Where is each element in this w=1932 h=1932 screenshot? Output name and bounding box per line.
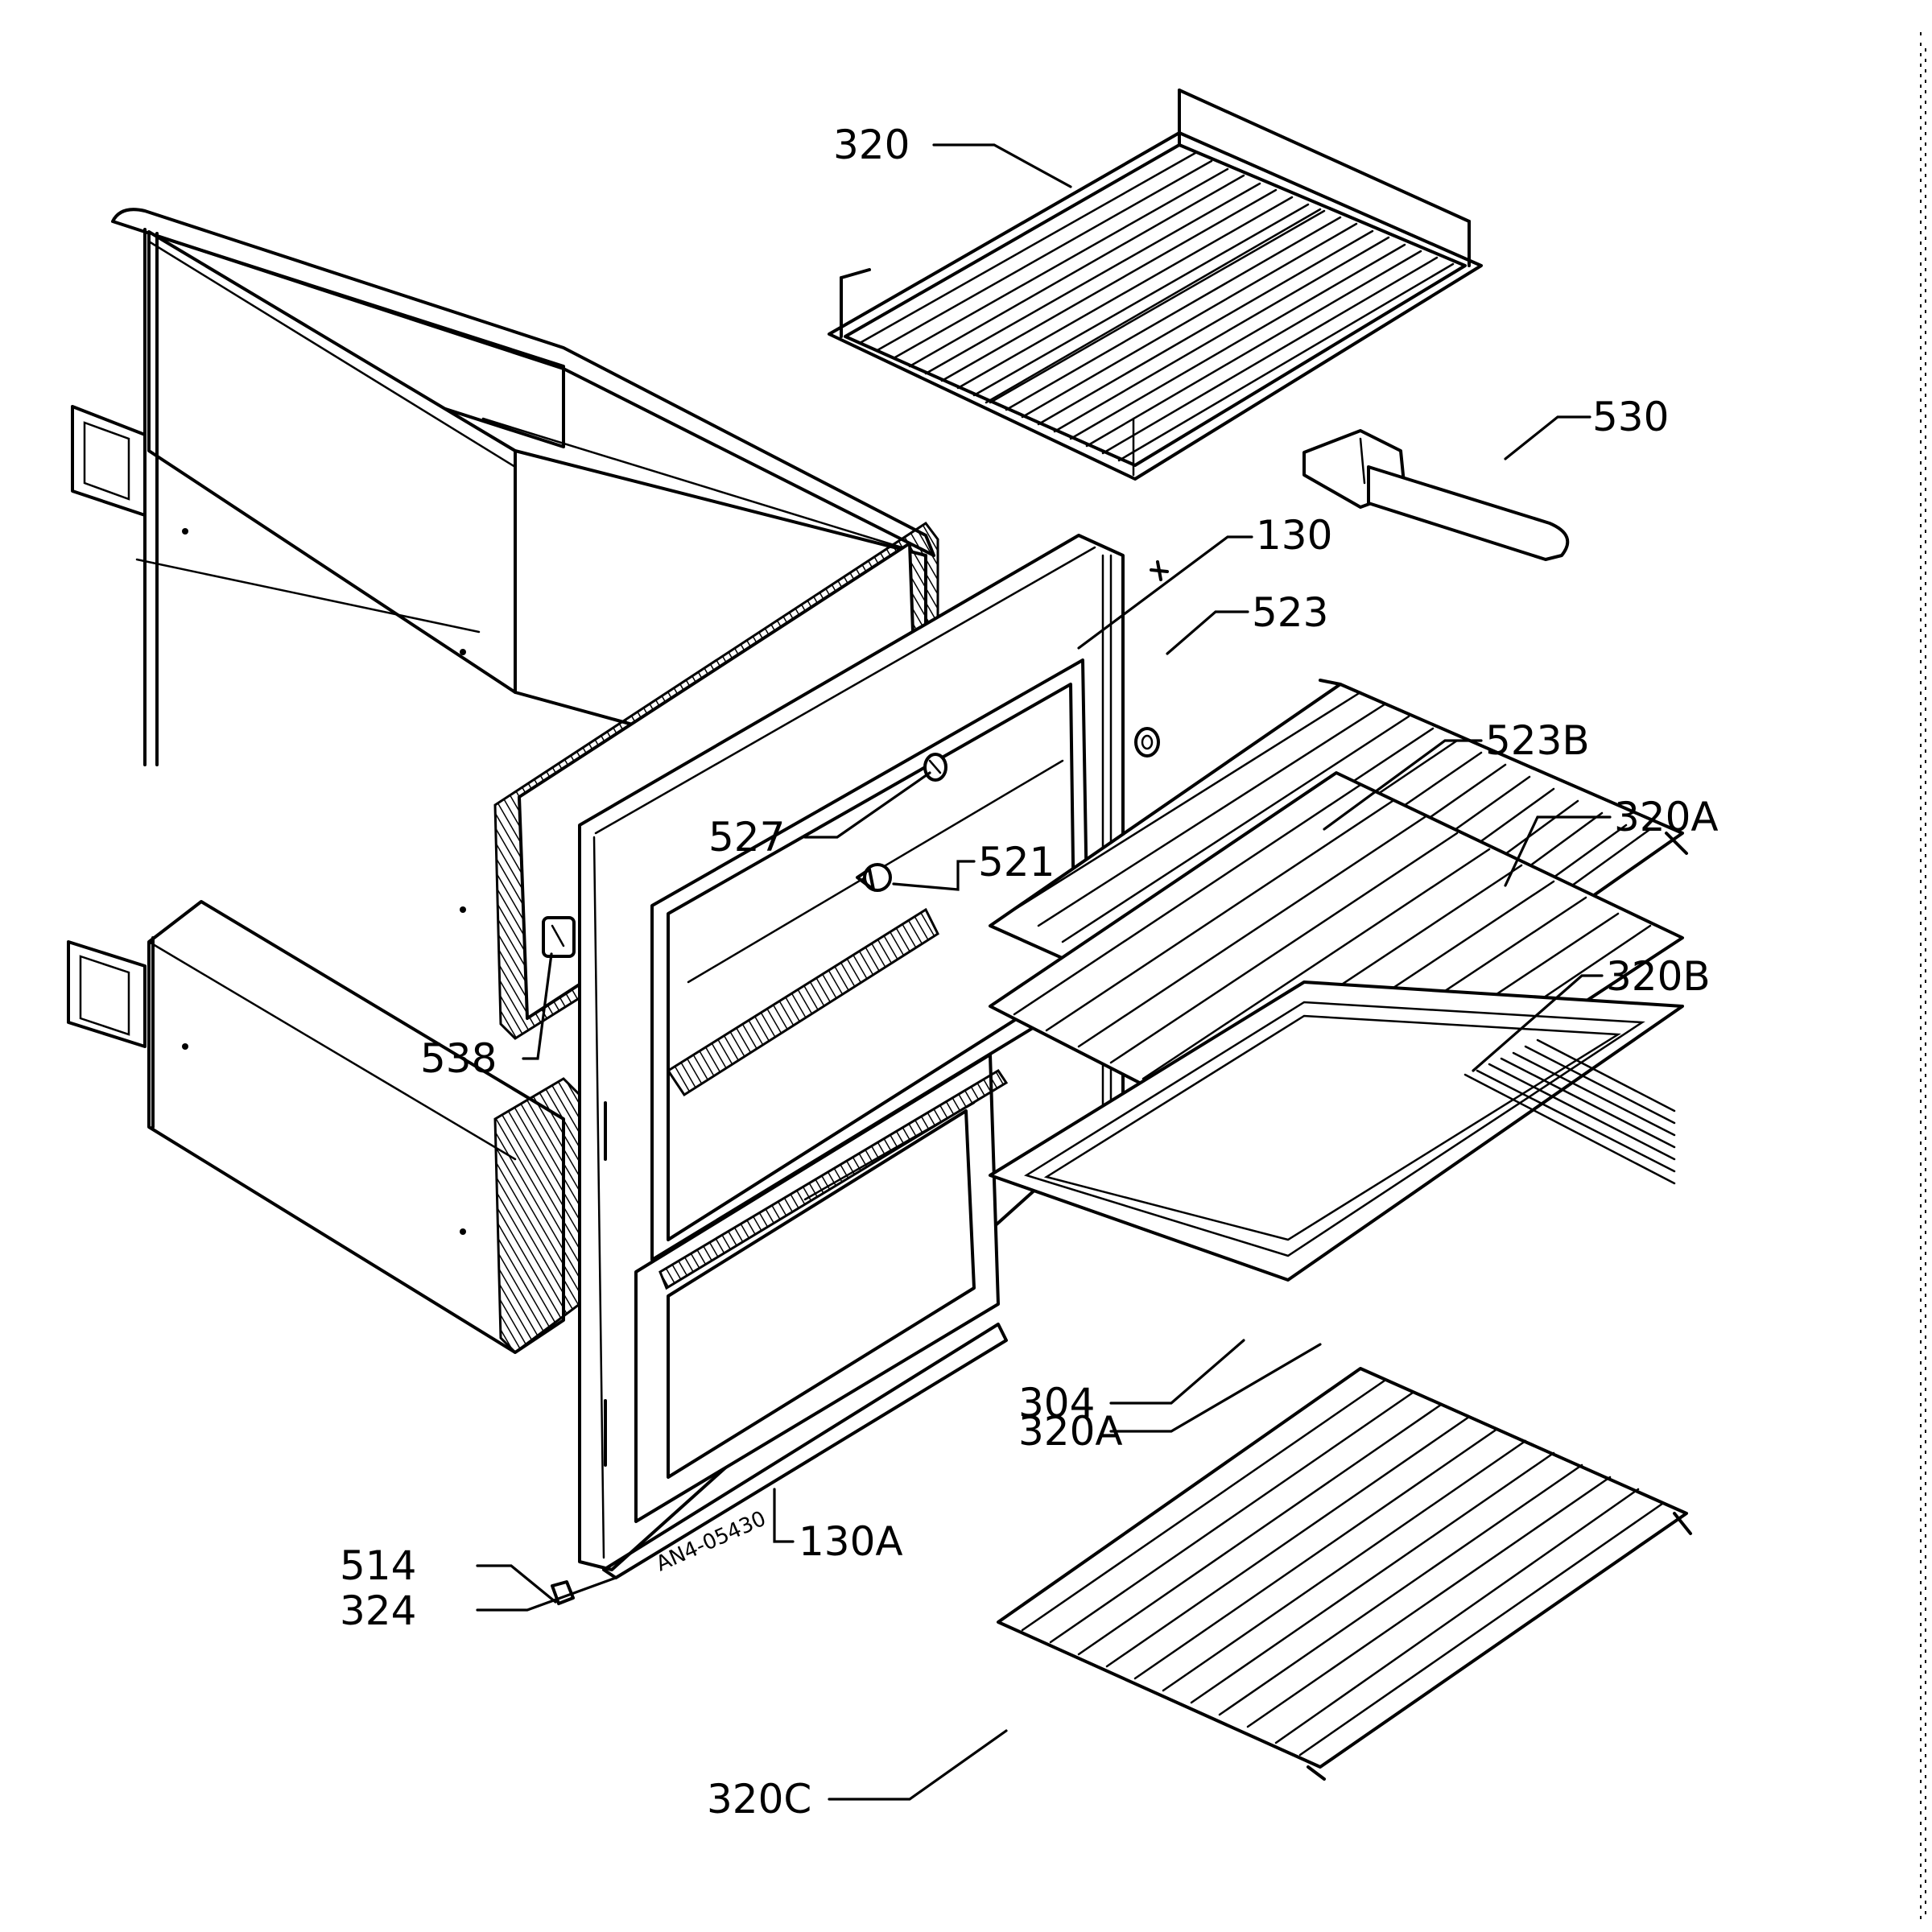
label-324: 324 bbox=[340, 1587, 416, 1634]
lower-oven-cavity bbox=[67, 900, 581, 1354]
tray-shelf-part-320c bbox=[997, 1367, 1692, 1781]
label-523: 523 bbox=[1252, 589, 1328, 636]
page-edge-strip bbox=[1920, 32, 1926, 1924]
front-frame-panel bbox=[578, 534, 1125, 1579]
label-130a: 130A bbox=[799, 1518, 903, 1565]
label-320a-top: 320A bbox=[1614, 794, 1719, 840]
side-rails-part-320b bbox=[1463, 1038, 1676, 1185]
clip-part-538 bbox=[542, 916, 576, 958]
door-catch-part-527 bbox=[923, 753, 947, 782]
bush-part-523b bbox=[1134, 727, 1160, 758]
label-320a-bottom: 320A bbox=[1018, 1408, 1123, 1455]
label-514: 514 bbox=[340, 1542, 416, 1589]
label-320c: 320C bbox=[707, 1776, 811, 1823]
label-523b: 523B bbox=[1485, 717, 1590, 764]
handle-plate-part-530 bbox=[1302, 429, 1570, 561]
wire-shelf-part-320 bbox=[828, 89, 1483, 481]
label-521: 521 bbox=[978, 839, 1055, 886]
label-304: 304 bbox=[1018, 1380, 1095, 1426]
baking-tray-part-304 bbox=[989, 980, 1684, 1282]
label-320: 320 bbox=[833, 122, 910, 168]
label-538: 538 bbox=[420, 1035, 497, 1082]
label-530: 530 bbox=[1592, 394, 1669, 440]
screw-part-523 bbox=[1150, 560, 1169, 581]
label-527: 527 bbox=[708, 814, 785, 861]
label-320b: 320B bbox=[1606, 953, 1711, 1000]
leader-lines bbox=[476, 143, 1612, 1801]
label-130: 130 bbox=[1256, 512, 1332, 559]
lamp-part-521 bbox=[856, 863, 892, 892]
